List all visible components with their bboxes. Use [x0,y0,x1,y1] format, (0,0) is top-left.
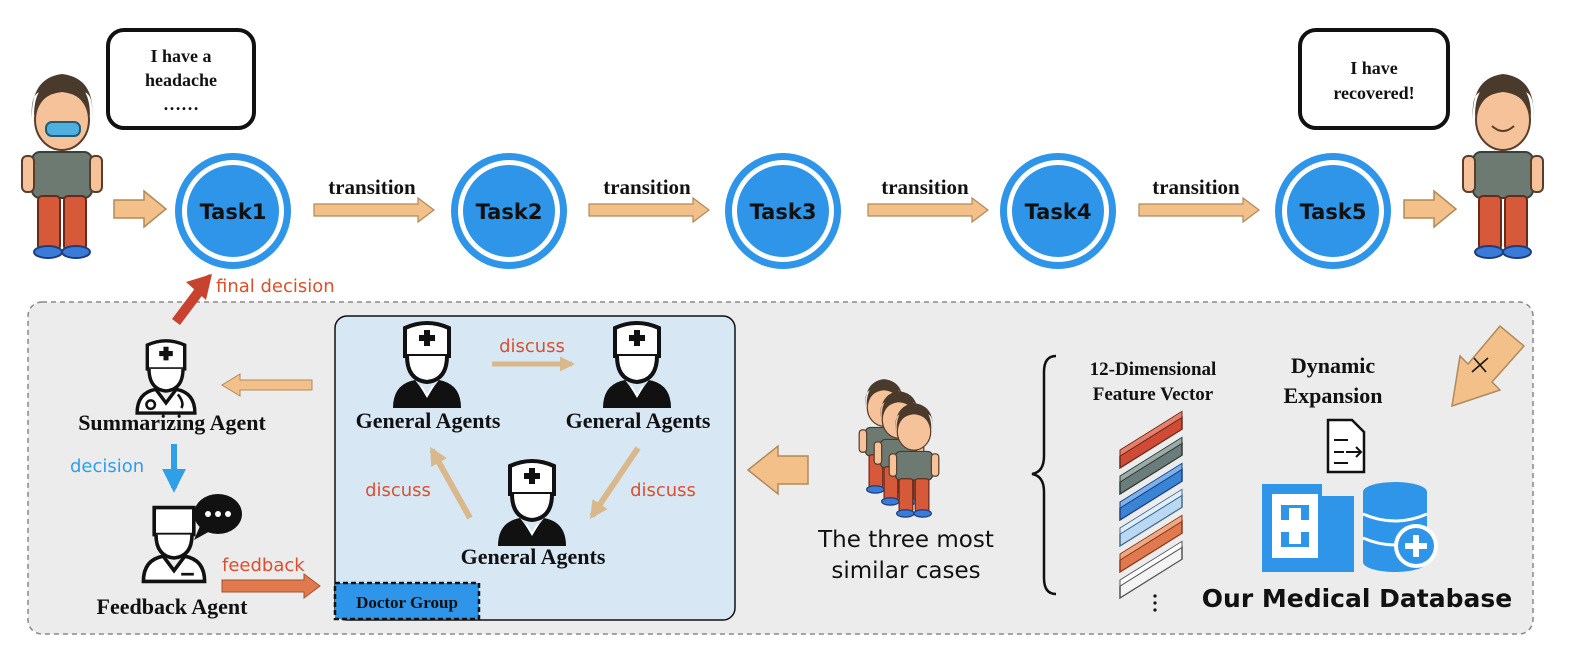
transition-2-label: transition [603,175,691,199]
feature-vector-line1: 12-Dimensional [1090,359,1217,380]
discuss-label-left: discuss [365,480,431,501]
final-decision-arrow [172,274,212,325]
transition-4: transition [1138,175,1260,224]
discuss-label-right: discuss [630,480,696,501]
task4-node: Task4 [1000,153,1116,269]
feature-brace [1031,354,1057,596]
discuss-arrow-right [589,446,641,519]
task3-node: Task3 [725,153,841,269]
general-agents-label-3: General Agents [461,544,606,569]
similar-cases-line1: The three most [817,527,994,553]
database-title: Our Medical Database [1202,584,1512,613]
doctor-group-tag: Doctor Group [333,581,481,621]
feature-vector-bars [1119,410,1183,612]
task2-node: Task2 [451,153,567,269]
document-export-icon [1326,418,1366,474]
final-decision-label: final decision [216,276,335,297]
speech-end-line2: recovered! [1333,83,1414,103]
speech-end-line1: I have [1350,58,1398,78]
feedback-agent-icon [141,505,207,584]
dynamic-expansion-line2: Expansion [1283,383,1382,408]
summarizing-agent-label: Summarizing Agent [78,410,266,435]
summarizing-agent-icon [135,339,197,415]
transition-3-label: transition [881,175,969,199]
feedback-label: feedback [222,555,305,576]
feature-vector-line2: Feature Vector [1093,384,1214,405]
general-agents-label-1: General Agents [356,408,501,433]
transition-1: transition [313,175,435,224]
similar-cases-line2: similar cases [831,558,980,584]
task5-label: Task5 [1300,200,1367,224]
discuss-label-top: discuss [499,336,565,357]
general-agents-label-2: General Agents [566,408,711,433]
speech-bubble-start: I have a headache …… [106,28,256,130]
discuss-arrow-left [429,446,473,520]
database-input-arrow [1451,324,1526,408]
doctor-group-label: Doctor Group [356,593,458,612]
patient-sick-figure [21,73,103,259]
patient-to-task1-arrow [113,189,168,229]
feedback-agent-label: Feedback Agent [97,594,249,619]
face-mask-icon [45,121,81,137]
feedback-arrow [221,573,321,599]
patient-recovered-figure [1462,73,1544,259]
smile-icon [1491,125,1515,132]
decision-label: decision [70,456,144,477]
speech-start-line3: …… [163,94,199,114]
transition-2: transition [588,175,710,224]
task1-node: Task1 [175,153,291,269]
medical-record-icon [1262,484,1354,572]
transition-3: transition [867,175,989,224]
cases-to-group-arrow [746,444,809,496]
speech-start-line1: I have a [150,46,211,66]
group-to-summarizer-arrow [221,373,313,397]
task5-node: Task5 [1275,153,1391,269]
speech-bubble-end: I have recovered! [1298,28,1450,130]
task3-label: Task3 [750,200,817,224]
database-add-icon [1362,482,1438,572]
task4-label: Task4 [1025,200,1092,224]
chat-bubble-icon [194,494,242,540]
transition-4-label: transition [1152,175,1240,199]
dynamic-expansion-line1: Dynamic [1291,353,1376,378]
transition-1-label: transition [328,175,416,199]
task5-to-patient-arrow [1403,189,1458,229]
task1-label: Task1 [200,200,267,224]
speech-start-line2: headache [145,70,217,90]
task2-label: Task2 [476,200,543,224]
